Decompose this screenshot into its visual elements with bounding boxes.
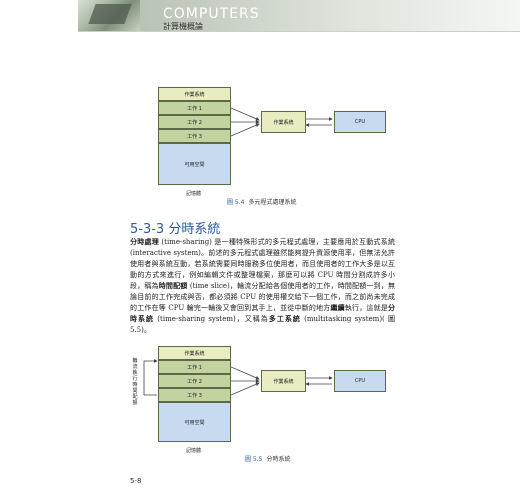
caption-number: 圖 5.5	[245, 456, 263, 463]
term-multitasking: 多工系統	[268, 315, 301, 323]
memory-label: 記憶體	[186, 191, 202, 197]
memory-block-job2: 工作 2	[158, 115, 231, 129]
paragraph-text-4: (time-sharing system)，又稱為	[154, 315, 269, 323]
cpu-box: CPU	[334, 370, 386, 392]
cpu-box: CPU	[334, 111, 386, 133]
term-time-sharing: 分時處理	[130, 238, 159, 246]
term-time-sharing-system: 分時系統	[130, 304, 396, 323]
memory-block-free: 可用空間	[158, 143, 231, 185]
round-robin-arrow	[143, 359, 158, 396]
header-divider	[78, 31, 520, 32]
section-title: 5-3-3 分時系統	[130, 222, 221, 237]
header-band	[140, 0, 520, 31]
header-title-zh: 計算機概論	[163, 22, 203, 31]
paragraph-text-5: (multitasking system)( 圖 5.5)。	[130, 315, 396, 334]
term-time-slice: 時間配額	[158, 282, 188, 290]
caption-text: 多元程式處理系統	[248, 199, 297, 206]
header-title-en: COMPUTERS	[163, 6, 260, 22]
memory-block-job3: 工作 3	[158, 388, 231, 402]
os-box: 作業系統	[261, 370, 306, 392]
paragraph-text-2: (time slice)，輪流分配給各個使用者的工作，時間配額一到，無論目前的工…	[130, 282, 396, 312]
term-continue: 繼續	[330, 304, 345, 312]
side-note: 輪流執行時間配額	[132, 358, 138, 406]
section-paragraph: 分時處理 (time-sharing) 是一種特殊形式的多元程式處理，主要應用於…	[130, 237, 395, 336]
caption-number: 圖 5.4	[227, 199, 245, 206]
os-box: 作業系統	[261, 111, 306, 133]
memory-block-job1: 工作 1	[158, 101, 231, 115]
page-number: 5-8	[130, 477, 142, 485]
memory-block-job2: 工作 2	[158, 374, 231, 388]
memory-block-job1: 工作 1	[158, 360, 231, 374]
memory-block-job3: 工作 3	[158, 129, 231, 143]
header-photo	[78, 0, 140, 31]
os-cpu-arrows	[306, 117, 333, 127]
paragraph-text-1: (time-sharing) 是一種特殊形式的多元程式處理，主要應用於互動式系統…	[130, 238, 395, 290]
job-arrows	[231, 107, 260, 137]
paragraph-text-3: 執行，這就是	[344, 304, 389, 312]
os-cpu-arrows	[306, 376, 333, 386]
memory-block-os: 作業系統	[158, 346, 231, 360]
memory-block-free: 可用空間	[158, 402, 231, 442]
memory-block-os: 作業系統	[158, 87, 231, 101]
memory-label: 記憶體	[186, 448, 202, 454]
job-arrows	[231, 366, 260, 396]
caption-text: 分時系統	[266, 456, 291, 463]
